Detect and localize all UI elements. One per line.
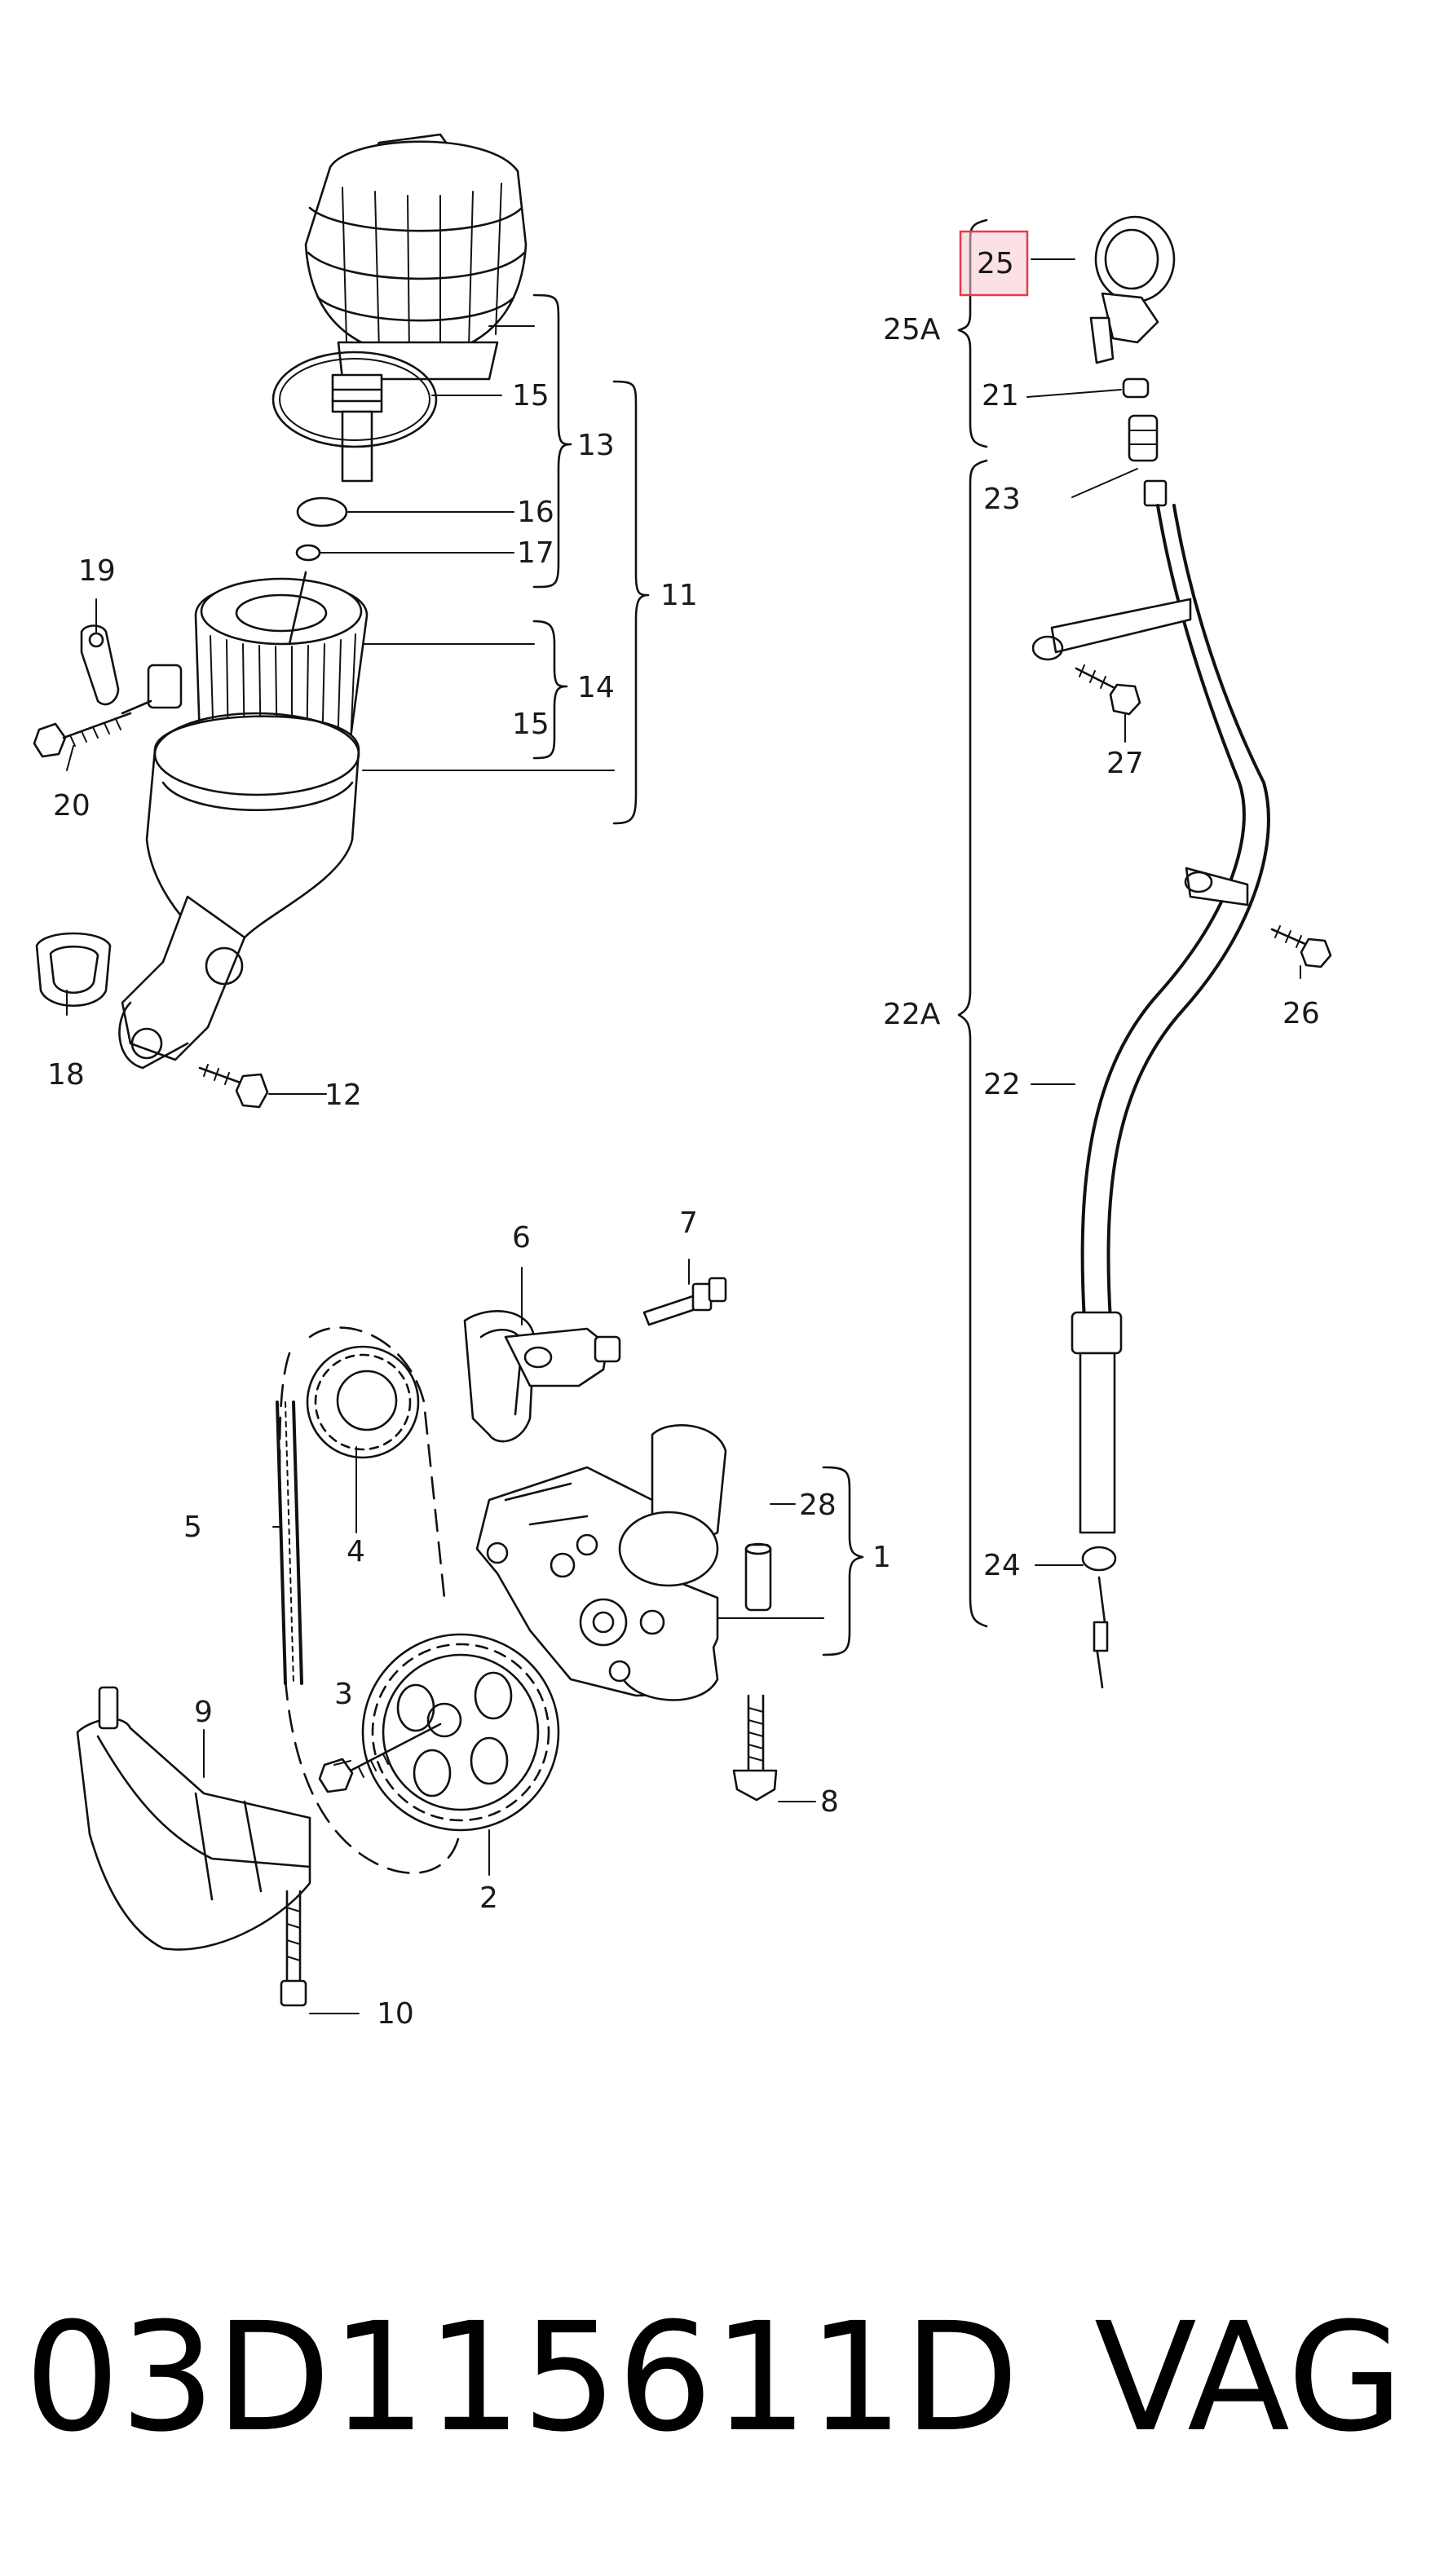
oil-filter-cap-part	[304, 133, 528, 483]
dipstick-seal-24-part	[1081, 1546, 1117, 1689]
callout-22a: 22A	[883, 998, 941, 1031]
oil-filter-housing-part	[118, 664, 360, 1070]
callout-6: 6	[512, 1221, 531, 1255]
o-ring-large-part	[272, 351, 438, 448]
bolt-27-part	[1075, 664, 1141, 716]
callout-2: 2	[479, 1881, 498, 1915]
sprocket-2-part	[361, 1633, 560, 1832]
callout-5: 5	[183, 1511, 202, 1544]
callout-10: 10	[377, 1997, 414, 2031]
callout-9: 9	[194, 1696, 213, 1729]
part-number-caption: 03D115611D	[24, 2291, 1019, 2465]
callout-19: 19	[78, 554, 116, 588]
baffle-9-part	[76, 1686, 311, 1951]
callout-15-bottom: 15	[512, 708, 550, 741]
callout-3: 3	[334, 1678, 353, 1711]
brace-1	[822, 1466, 864, 1656]
callout-15-top: 15	[512, 379, 550, 412]
callout-28: 28	[799, 1489, 837, 1522]
callout-25a: 25A	[883, 313, 941, 346]
bolt-3-part	[318, 1722, 442, 1793]
callout-labels: 25 25A 21 23 27 26 22A 22 24 15 13 16 17…	[47, 247, 1320, 2031]
callout-21: 21	[982, 379, 1019, 412]
gasket-18-part	[35, 932, 112, 1007]
callout-20: 20	[53, 789, 90, 823]
callout-1: 1	[872, 1541, 891, 1574]
callout-27: 27	[1106, 747, 1144, 780]
callout-26: 26	[1282, 997, 1320, 1030]
dipstick-seal-21-part	[1122, 377, 1150, 399]
brace-22a	[957, 459, 988, 1628]
brace-11	[612, 380, 650, 825]
o-ring-small-17-part	[295, 544, 321, 562]
callout-7: 7	[679, 1206, 698, 1240]
callout-25: 25	[977, 247, 1014, 280]
brace-14	[532, 620, 568, 760]
chain-drive-outline	[278, 1326, 462, 1874]
sprocket-4-part	[306, 1345, 420, 1459]
bolt-20-part	[33, 712, 132, 758]
dipstick-guide-tube-part	[1031, 414, 1270, 1534]
dipstick-handle-part	[1089, 215, 1176, 364]
callout-12: 12	[324, 1078, 362, 1112]
callout-24: 24	[983, 1549, 1021, 1582]
chain-tensioner-6-part	[463, 1310, 621, 1443]
callout-22: 22	[983, 1068, 1021, 1101]
callout-16: 16	[517, 496, 554, 529]
callout-23: 23	[983, 483, 1021, 516]
leader-lines	[66, 258, 1301, 2014]
bolt-26-part	[1270, 925, 1332, 968]
callout-13: 13	[577, 429, 615, 462]
callout-4: 4	[347, 1535, 365, 1568]
callout-11: 11	[660, 579, 698, 612]
callout-14: 14	[577, 671, 615, 704]
chain-5-part	[276, 1400, 303, 1685]
callout-8: 8	[820, 1785, 839, 1819]
brand-caption: VAG	[1094, 2291, 1403, 2465]
callout-17: 17	[517, 536, 554, 570]
pin-7-part	[642, 1277, 727, 1326]
highlight-box-25	[959, 230, 1029, 297]
bolt-12-part	[198, 1064, 269, 1109]
callout-18: 18	[47, 1058, 85, 1092]
bolt-10-part	[280, 1890, 307, 2007]
o-ring-small-16-part	[296, 496, 348, 527]
bolt-8-part	[732, 1694, 778, 1802]
brace-13	[532, 293, 572, 589]
oil-pump-1-part	[475, 1424, 772, 1701]
bracket-19-part	[80, 624, 120, 706]
